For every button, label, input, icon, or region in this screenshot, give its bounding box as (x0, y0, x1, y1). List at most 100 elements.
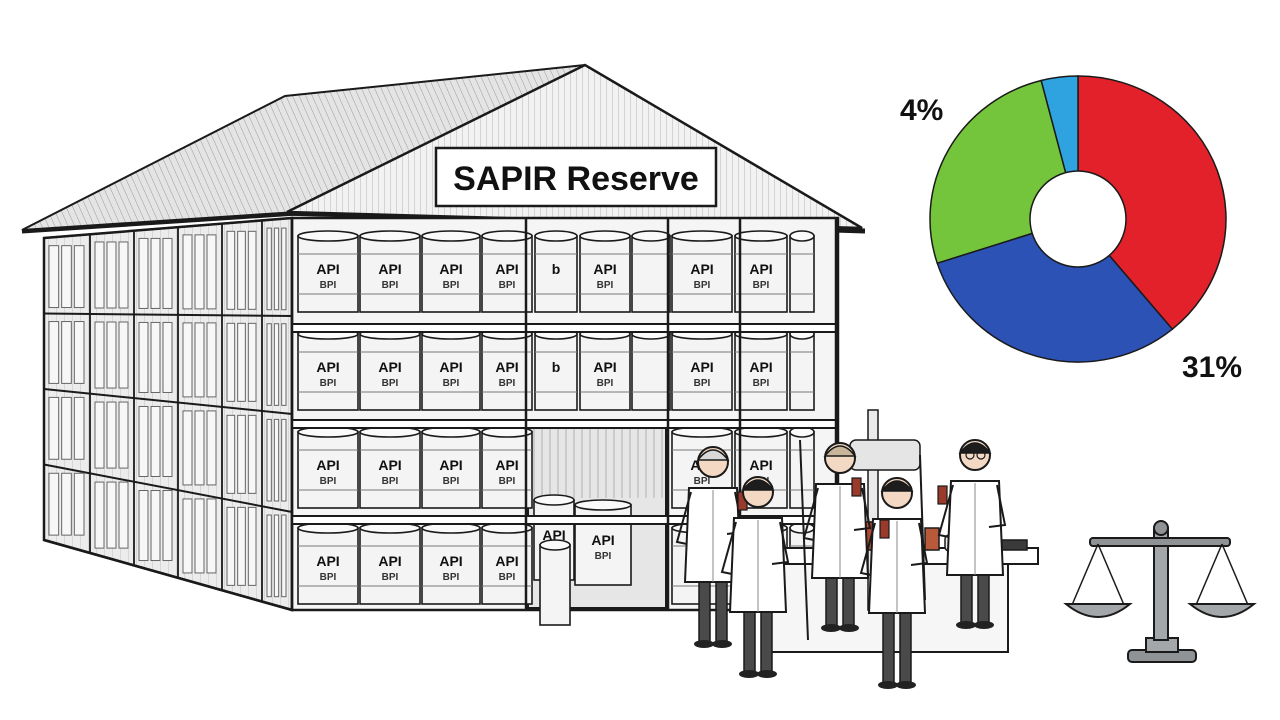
drum-label: API (749, 261, 772, 277)
drum-sublabel: BPI (499, 280, 516, 291)
drum-label: API (749, 457, 772, 473)
side-drum (150, 490, 161, 562)
drum-sublabel: BPI (753, 280, 770, 291)
scientist (859, 477, 929, 689)
drum-sublabel: BPI (694, 280, 711, 291)
drum-label: API (378, 553, 401, 569)
side-drum (266, 227, 272, 311)
warehouse-sign: SAPIR Reserve (434, 146, 718, 208)
side-drum (94, 401, 105, 469)
drum-label: API (439, 359, 462, 375)
drum-sublabel: BPI (320, 476, 337, 487)
drum-label: API (316, 553, 339, 569)
side-drum (281, 514, 287, 598)
drum-sublabel: BPI (382, 280, 399, 291)
side-drum (206, 410, 217, 486)
side-drum (266, 323, 272, 406)
drum-label: API (316, 261, 339, 277)
drum-label: API (378, 359, 401, 375)
side-drum (273, 227, 280, 311)
side-drum (73, 472, 85, 536)
drum: API BPI (421, 328, 481, 411)
side-drum (106, 481, 117, 549)
drum-sublabel: BPI (443, 280, 460, 291)
side-drum (273, 514, 280, 598)
pie-label-small: 4% (900, 94, 943, 127)
drum-sublabel: BPI (597, 280, 614, 291)
drum-label: API (439, 457, 462, 473)
side-drum (48, 321, 60, 384)
drum-sublabel: BPI (499, 572, 516, 583)
side-drum (48, 245, 60, 309)
side-drum (48, 396, 60, 460)
side-drum (182, 498, 193, 574)
scientist (802, 442, 872, 632)
side-drum (226, 230, 236, 310)
side-drum (106, 401, 117, 469)
drum-sublabel: BPI (320, 378, 337, 389)
scientists (675, 439, 1007, 689)
side-drum (281, 227, 287, 311)
side-drum (106, 321, 117, 389)
drum (539, 539, 571, 626)
scientist (937, 439, 1007, 629)
drum-sublabel: BPI (694, 476, 711, 487)
side-drum (138, 321, 149, 393)
drum (631, 328, 671, 411)
side-drum (118, 481, 129, 549)
drum (789, 328, 815, 411)
side-drum (94, 481, 105, 549)
side-drum (118, 321, 129, 389)
side-drum (138, 237, 149, 309)
drum-label: API (378, 261, 401, 277)
side-drum (194, 410, 205, 486)
bottle (879, 519, 890, 539)
side-drum (61, 245, 72, 309)
side-drum (226, 322, 236, 402)
side-drum (266, 514, 272, 598)
balance-scale-icon (1063, 520, 1257, 663)
drum-label: API (439, 553, 462, 569)
drum-label: API (593, 359, 616, 375)
pie-slice-0 (1077, 75, 1227, 331)
side-drum (226, 414, 236, 494)
drum-label: API (690, 359, 713, 375)
donut-hole (1029, 170, 1127, 268)
side-drum (61, 396, 72, 460)
side-drum (206, 322, 217, 398)
drum-sublabel: BPI (443, 378, 460, 389)
side-drum (281, 418, 287, 502)
drum-sublabel: BPI (753, 378, 770, 389)
side-drum (150, 237, 161, 309)
drum-sublabel: BPI (499, 378, 516, 389)
side-drum (73, 396, 85, 460)
warehouse-sign-text: SAPIR Reserve (453, 160, 699, 198)
drum-label: API (542, 527, 565, 543)
side-drum (206, 498, 217, 574)
side-drum (247, 230, 257, 310)
side-drum (237, 322, 246, 402)
drum: API BPI (359, 230, 421, 313)
drum: b (534, 230, 578, 313)
side-drum (273, 418, 280, 502)
drum-sublabel: BPI (499, 476, 516, 487)
drum-label: API (439, 261, 462, 277)
side-drum (281, 323, 287, 406)
side-drum (273, 323, 280, 406)
bottle (937, 485, 948, 505)
drum-label: API (591, 532, 614, 548)
